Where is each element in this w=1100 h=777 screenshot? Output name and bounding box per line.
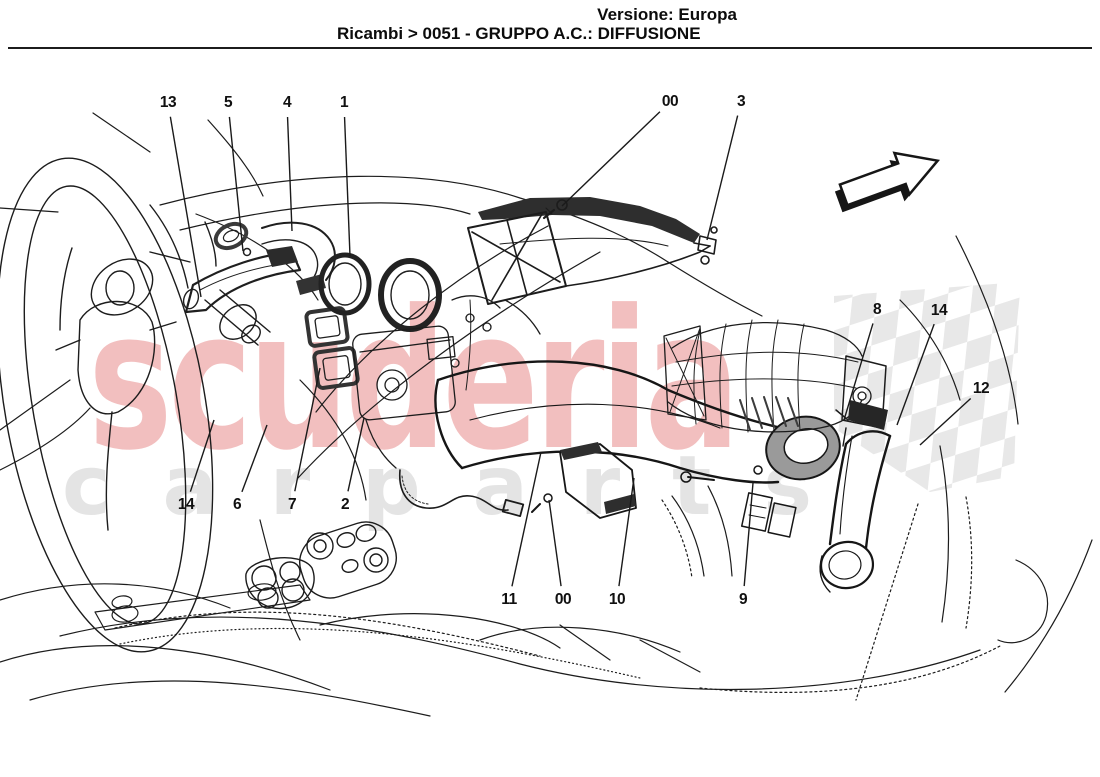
callout-label-5: 5 xyxy=(223,94,233,111)
leader-line-1 xyxy=(343,116,351,257)
cabin-outline-drawing xyxy=(0,112,1093,717)
leader-line-3 xyxy=(706,115,739,241)
leader-line-12 xyxy=(919,397,972,446)
callout-label-10: 10 xyxy=(608,591,626,608)
leader-line-14 xyxy=(896,323,935,426)
breadcrumb: Ricambi > 0051 - GRUPPO A.C.: DIFFUSIONE xyxy=(337,24,701,43)
callout-label-8: 8 xyxy=(872,301,882,318)
callout-leader-lines xyxy=(169,111,972,587)
version-label: Versione: Europa xyxy=(597,5,737,24)
leader-line-6 xyxy=(241,424,268,493)
callout-label-3: 3 xyxy=(736,93,746,110)
callout-label-13: 13 xyxy=(159,94,177,111)
leader-line-5 xyxy=(228,116,244,252)
heater-box-drawing xyxy=(352,295,541,518)
callout-label-1: 1 xyxy=(339,94,349,111)
callout-label-00: 00 xyxy=(661,93,679,110)
leader-line-14 xyxy=(189,419,215,492)
direction-arrow-icon xyxy=(834,151,940,213)
leader-line-7 xyxy=(294,367,321,492)
defroster-duct-drawing xyxy=(467,197,718,305)
leader-line-2 xyxy=(347,417,365,492)
center-duct-drawing xyxy=(434,360,841,538)
callout-label-7: 7 xyxy=(287,496,297,513)
callout-label-9: 9 xyxy=(738,591,748,608)
header-divider xyxy=(8,47,1092,49)
callout-label-12: 12 xyxy=(972,380,990,397)
callout-label-00: 00 xyxy=(554,591,572,608)
leader-line-4 xyxy=(286,116,293,232)
callout-label-14: 14 xyxy=(930,302,948,319)
right-duct-drawing xyxy=(819,400,892,593)
dash-vents-drawing xyxy=(182,221,442,390)
leader-line-9 xyxy=(743,482,754,587)
console-switches-drawing xyxy=(245,521,397,610)
leader-line-13 xyxy=(169,116,202,298)
callout-label-2: 2 xyxy=(340,496,350,513)
callout-label-4: 4 xyxy=(282,94,292,111)
steering-wheel-drawing xyxy=(0,157,271,653)
leader-line-00 xyxy=(561,111,661,207)
leader-line-11 xyxy=(511,451,542,587)
leader-line-8 xyxy=(843,323,874,421)
callout-label-14: 14 xyxy=(177,496,195,513)
callout-label-11: 11 xyxy=(501,591,517,608)
leader-line-00 xyxy=(548,499,562,587)
callout-label-6: 6 xyxy=(232,496,242,513)
leader-line-10 xyxy=(618,477,635,587)
